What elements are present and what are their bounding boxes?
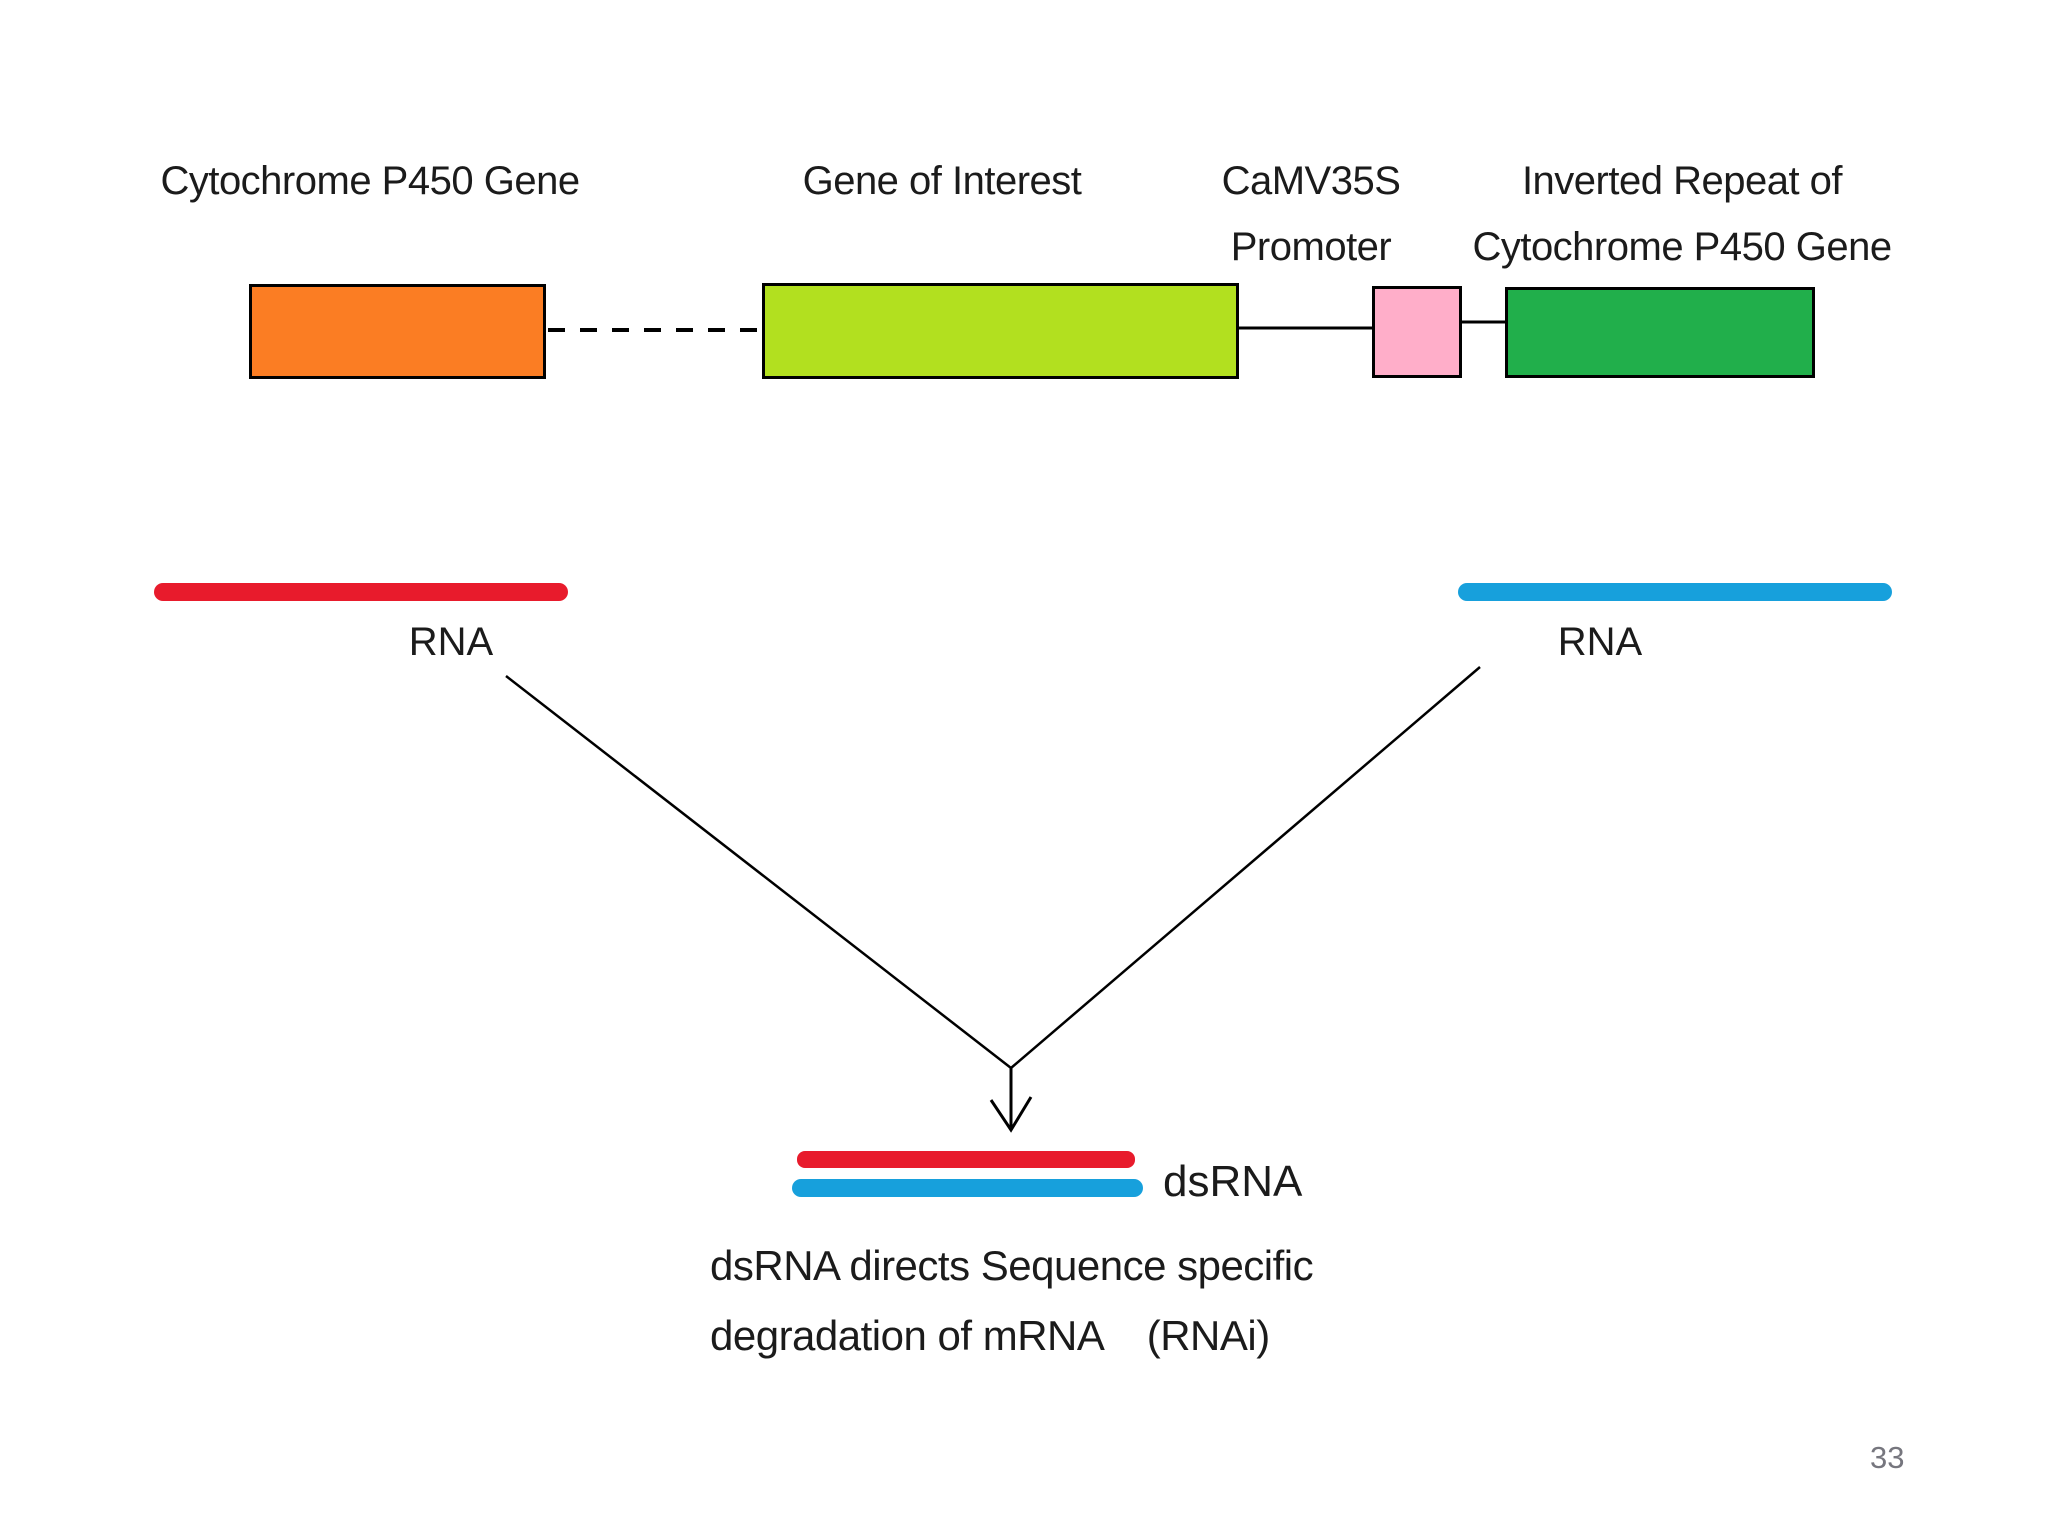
inverted-repeat-label-line1: Inverted Repeat of [1521,159,1843,203]
dsrna-antisense-strand-bar [792,1179,1143,1197]
left-rna-label: RNA [408,620,494,664]
dsrna-sense-strand-bar [797,1151,1135,1168]
caption-line-1: dsRNA directs Sequence specific [710,1242,1314,1289]
camv35s-promoter-box [1372,286,1462,378]
inverted-repeat-box [1505,287,1815,378]
left-converging-line [505,675,1012,1069]
inverted-repeat-label-line2: Cytochrome P450 Gene [1472,225,1892,269]
camv35s-promoter-label: CaMV35S Promoter [1161,148,1461,280]
dsrna-label: dsRNA [1163,1157,1303,1206]
cytochrome-p450-gene-label: Cytochrome P450 Gene [160,159,580,203]
page-number: 33 [1870,1440,1905,1475]
right-converging-line [1010,666,1481,1069]
right-rna-strand-bar [1458,583,1892,601]
inverted-repeat-label: Inverted Repeat of Cytochrome P450 Gene [1472,148,1892,280]
camv35s-promoter-label-line2: Promoter [1230,225,1392,269]
cytochrome-p450-gene-box [249,284,546,379]
left-rna-strand-bar [154,583,568,601]
gene-of-interest-label: Gene of Interest [802,159,1082,203]
down-arrow-head-icon [989,1096,1033,1133]
camv35s-promoter-label-line1: CaMV35S [1221,159,1401,203]
caption-line-2: degradation of mRNA (RNAi) [710,1312,1270,1359]
right-rna-label: RNA [1557,620,1643,664]
gene-of-interest-box [762,283,1239,379]
